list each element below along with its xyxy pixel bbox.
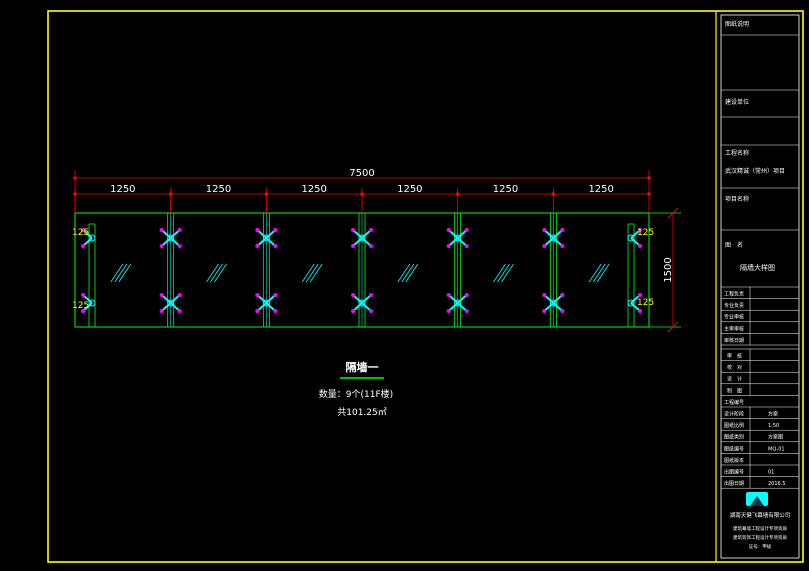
spider-fitting bbox=[446, 228, 469, 248]
glass-hatch bbox=[588, 263, 610, 283]
edge-dim-top-left: 125 bbox=[72, 228, 89, 238]
tb-info-row: 主审审核 bbox=[724, 325, 744, 332]
glass-fin-post bbox=[262, 213, 270, 327]
tb-drawing-name-label: 图 名 bbox=[725, 241, 743, 249]
edge-dim-bottom-right: 125 bbox=[637, 298, 654, 308]
spider-fitting bbox=[542, 228, 565, 248]
glass-hatch bbox=[397, 263, 419, 283]
tb-meta-value: 01 bbox=[768, 470, 774, 476]
tb-role-label: 审 核 bbox=[727, 353, 742, 360]
tb-meta-label: 图纸比例 bbox=[724, 422, 744, 429]
tb-meta-label: 出图编号 bbox=[724, 469, 744, 476]
tb-info-row: 专业审核 bbox=[724, 314, 744, 321]
tb-drawing-name: 隔墙大样图 bbox=[740, 263, 775, 272]
tb-role-label: 校 对 bbox=[727, 364, 742, 371]
tb-meta-value: 1:50 bbox=[768, 423, 779, 429]
tb-item-label: 项目名称 bbox=[725, 195, 749, 203]
tb-project-name: 武汉精诚（常州）项目 bbox=[725, 167, 785, 175]
spider-fitting bbox=[81, 293, 96, 313]
tb-role-label: 设 计 bbox=[727, 376, 742, 383]
tb-cert-3: 证号：甲级 bbox=[749, 543, 772, 550]
glass-hatch bbox=[206, 263, 227, 283]
segment-dim-text: 1250 bbox=[493, 184, 518, 195]
spider-fitting bbox=[446, 293, 469, 313]
dimensions: 7500 1250 1250 1250 1250 1250 1250 1500 125 1… bbox=[72, 168, 679, 333]
spider-fitting bbox=[255, 228, 278, 248]
segment-dim-text: 1250 bbox=[588, 184, 613, 195]
tb-project-no-label: 工程编号 bbox=[724, 399, 744, 406]
spider-fitting bbox=[627, 228, 642, 248]
spider-fitting bbox=[81, 228, 96, 248]
spider-fitting bbox=[159, 293, 182, 313]
segment-dim-text: 1250 bbox=[301, 184, 326, 195]
partition-elevation bbox=[74, 212, 681, 328]
overall-dim-text: 7500 bbox=[349, 168, 374, 179]
tb-client: 建设单位 bbox=[725, 98, 749, 106]
edge-dim-bottom-left: 125 bbox=[72, 301, 89, 311]
tb-drawing-notes: 图纸说明 bbox=[725, 20, 749, 28]
edge-dim-top-right: 125 bbox=[637, 228, 654, 238]
tb-meta-value: MQ-01 bbox=[768, 446, 785, 452]
tb-meta-value: 方案 bbox=[768, 411, 778, 418]
drawing-caption: 隔墙一 数量：9个(11F楼) 共101.25㎡ bbox=[319, 360, 393, 418]
company-logo bbox=[746, 492, 768, 506]
drawing-border bbox=[47, 10, 804, 563]
title-block-inner-border bbox=[720, 14, 800, 559]
tb-meta-value: 方案图 bbox=[768, 434, 783, 441]
tb-info-row: 工程负责 bbox=[724, 291, 744, 298]
tb-meta-label: 图纸编号 bbox=[724, 445, 744, 452]
spider-fitting bbox=[351, 293, 373, 313]
segment-dim-text: 1250 bbox=[110, 184, 135, 195]
spider-fitting bbox=[255, 293, 278, 313]
tb-meta-label: 图纸版本 bbox=[724, 457, 744, 464]
tb-role-label: 制 图 bbox=[727, 387, 742, 394]
glass-hatch bbox=[110, 263, 132, 283]
glass-hatch bbox=[301, 263, 323, 283]
glass-fin-post bbox=[549, 213, 557, 327]
tb-meta-value: 2016.5 bbox=[768, 481, 786, 487]
height-dim-text: 1500 bbox=[663, 257, 674, 282]
title-block: 图纸说明 建设单位 工程名称 武汉精诚（常州）项目 项目名称 图 名 隔墙大样图… bbox=[721, 20, 799, 550]
area-text: 共101.25㎡ bbox=[337, 407, 387, 418]
glass-fin-post bbox=[454, 213, 462, 327]
tb-info-row: 专业负责 bbox=[724, 302, 744, 309]
spider-fitting bbox=[627, 293, 642, 313]
spider-fitting bbox=[542, 293, 565, 313]
tb-company: 湖南天健飞幕墙有限公司 bbox=[730, 511, 791, 519]
quantity-text: 数量：9个(11F楼) bbox=[319, 388, 393, 400]
glass-fin-post bbox=[358, 213, 366, 327]
tb-meta-label: 出图日期 bbox=[724, 480, 744, 487]
tb-cert-2: 建筑装饰工程设计专项资质 bbox=[733, 534, 787, 541]
segment-dim-text: 1250 bbox=[397, 184, 422, 195]
glass-hatch bbox=[493, 263, 514, 283]
tb-cert-1: 建筑幕墙工程设计专项资质 bbox=[733, 525, 787, 532]
tb-meta-label: 设计阶段 bbox=[724, 411, 744, 418]
spider-fitting bbox=[351, 228, 373, 248]
segment-dim-text: 1250 bbox=[206, 184, 231, 195]
glass-fin-post bbox=[167, 213, 175, 327]
drawing-title: 隔墙一 bbox=[346, 360, 379, 374]
tb-meta-label: 图纸类别 bbox=[724, 434, 744, 441]
tb-info-row: 审核日期 bbox=[724, 337, 744, 344]
tb-project-label: 工程名称 bbox=[725, 149, 749, 157]
spider-fitting bbox=[159, 228, 182, 248]
